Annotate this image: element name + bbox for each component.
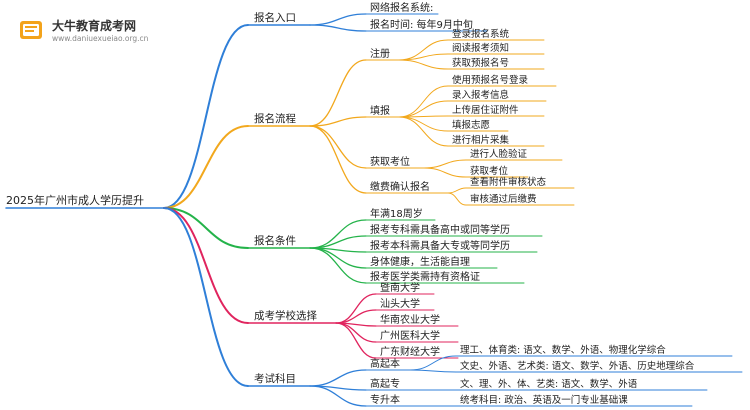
leaf-topic: 查看附件审核状态 [470,176,547,188]
connector-line [423,167,467,178]
connector-line [163,207,249,324]
connector-line [309,235,367,249]
sub-topic: 报考医学类需持有资格证 [370,270,480,283]
connector-line [309,13,367,26]
leaf-topic: 上传居住证附件 [452,104,519,116]
branch-topic: 考试科目 [254,372,296,385]
connector-line [409,369,457,373]
sub-topic: 汕头大学 [380,297,420,310]
connector-line [309,125,367,194]
leaf-topic: 进行相片采集 [452,134,510,146]
leaf-topic: 进行人脸验证 [470,148,528,160]
connector-line [309,247,367,284]
leaf-topic: 理工、体育类: 语文、数学、外语、物理化学综合 [460,344,666,356]
connector-line [447,187,467,194]
sub-topic: 报考专科需具备高中或同等学历 [370,223,510,236]
leaf-topic: 录入报考信息 [452,89,509,101]
connector-line [423,159,467,169]
branch-topic: 成考学校选择 [254,309,317,322]
logo-title: 大牛教育成考网 [52,19,137,33]
connector-line [309,219,367,249]
book-logo-icon [20,21,42,39]
connector-line [309,24,367,32]
sub-topic: 缴费确认报名 [370,180,430,193]
sub-topic: 华南农业大学 [380,313,440,326]
connector-line [398,100,449,118]
leaf-topic: 使用预报名号登录 [452,74,529,86]
connector-line [398,59,449,70]
connector-line [309,125,367,169]
connector-line [398,116,449,132]
leaf-topic: 登录报名系统 [452,28,510,40]
sub-topic: 注册 [370,47,390,60]
leaf-topic: 获取预报名号 [452,57,509,69]
sub-topic: 高起专 [370,377,400,390]
connector-line [163,207,249,249]
leaf-topic: 统考科目: 政治、英语及一门专业基础课 [460,394,628,406]
connector-line [335,322,377,359]
branch-topic: 报名入口 [254,11,296,24]
sub-topic: 报考本科需具备大专或等同学历 [370,239,510,252]
sub-topic: 广东财经大学 [380,345,440,358]
branch-topic: 报名流程 [254,112,296,125]
connector-line [309,369,367,387]
sub-topic: 报名时间: 每年9月中旬 [370,18,473,31]
sub-topic: 暨南大学 [380,281,420,294]
sub-topic: 网络报名系统: [370,1,433,14]
leaf-topic: 阅读报考须知 [452,42,509,54]
connector-line [309,59,367,127]
leaf-topic: 获取考位 [470,165,509,177]
sub-topic: 身体健康，生活能自理 [370,255,470,268]
sub-topic: 年满18周岁 [370,207,423,220]
sub-topic: 高起本 [370,357,400,370]
connector-line [309,116,367,127]
branch-topic: 报名条件 [254,234,296,247]
connector-line [398,116,449,147]
connector-line [335,309,377,324]
sub-topic: 获取考位 [370,155,410,168]
site-logo: 大牛教育成考网 www.daniuexueiao.org.cn [14,14,174,48]
connector-line [163,125,249,209]
leaf-topic: 文、理、外、体、艺类: 语文、数学、外语 [460,378,638,390]
sub-topic: 专升本 [370,393,400,406]
connector-line [335,293,377,324]
logo-url: www.daniuexueiao.org.cn [52,34,149,43]
leaf-topic: 审核通过后缴费 [470,193,537,205]
leaf-topic: 文史、外语、艺术类: 语文、数学、外语、历史地理综合 [460,360,695,372]
leaf-topic: 填报志愿 [452,119,490,131]
sub-topic: 广州医科大学 [380,329,440,342]
connector-line [447,192,467,206]
connector-line [163,207,249,387]
connector-line [163,24,249,209]
root-topic: 2025年广州市成人学历提升 [6,193,144,207]
connector-line [309,385,367,407]
sub-topic: 填报 [370,104,390,117]
